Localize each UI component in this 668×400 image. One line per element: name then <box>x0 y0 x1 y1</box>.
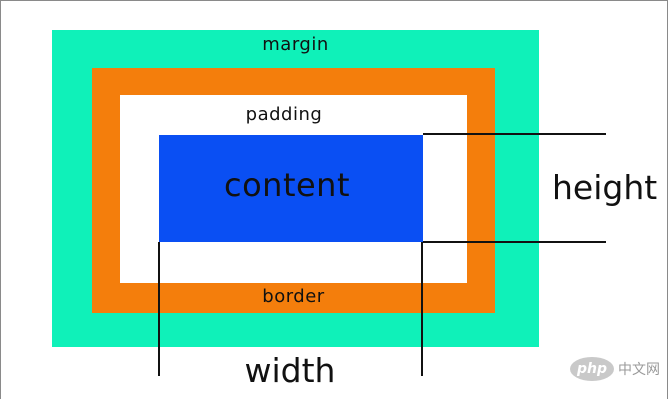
watermark-text: 中文网 <box>618 362 660 378</box>
php-logo-icon: php <box>570 357 614 381</box>
border-label: border <box>262 286 325 307</box>
margin-label: margin <box>262 34 329 55</box>
padding-label: padding <box>245 104 323 125</box>
watermark: php 中文网 <box>570 355 662 383</box>
width-right-line <box>421 242 423 376</box>
height-top-line <box>423 133 606 135</box>
width-label: width <box>244 351 336 390</box>
height-bottom-line <box>423 241 606 243</box>
width-left-line <box>158 242 160 376</box>
content-label: content <box>223 166 350 204</box>
height-label: height <box>552 168 658 207</box>
content-area <box>159 135 423 242</box>
